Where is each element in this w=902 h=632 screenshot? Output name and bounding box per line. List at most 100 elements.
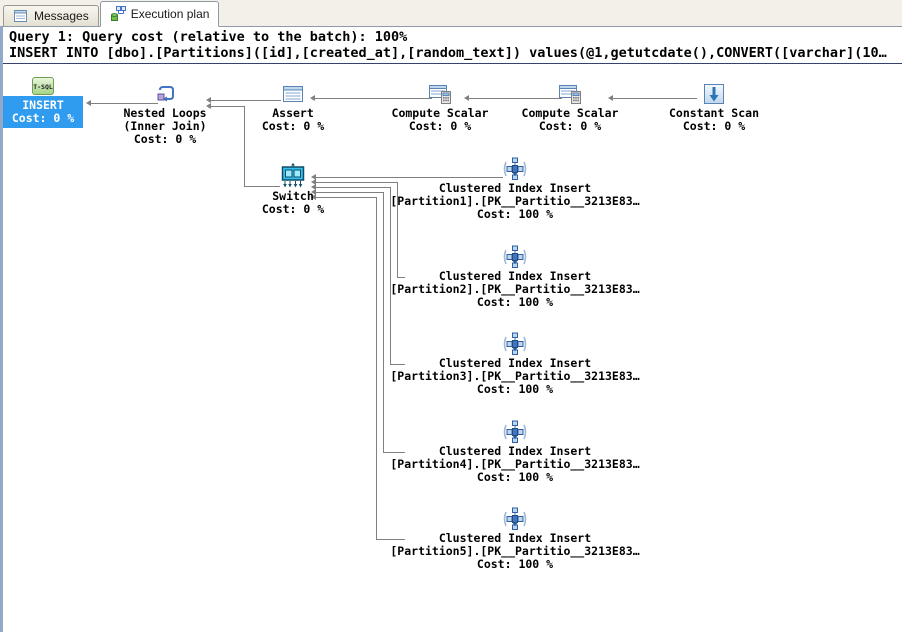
node-cost: Cost: 100 % <box>476 207 554 221</box>
switch-icon <box>281 163 305 188</box>
plan-node-clustered-index-insert-1[interactable]: Clustered Index Insert [Partition1].[PK_… <box>380 157 650 221</box>
node-label: Clustered Index Insert <box>438 269 592 283</box>
node-cost: Cost: 0 % <box>538 119 602 133</box>
node-label: Assert <box>272 106 314 120</box>
connector-segment <box>397 277 405 278</box>
compute-scalar-icon <box>559 85 581 104</box>
plan-node-assert[interactable]: Assert Cost: 0 % <box>213 82 373 133</box>
messages-icon <box>14 10 27 22</box>
arrowhead <box>311 179 316 185</box>
arrowhead <box>86 100 91 106</box>
insert-selection-box[interactable]: INSERT Cost: 0 % <box>3 96 83 128</box>
plan-node-compute-scalar-1[interactable]: Compute Scalar Cost: 0 % <box>360 82 520 133</box>
clustered-index-insert-icon <box>503 507 527 530</box>
connector-segment <box>383 192 384 452</box>
connector-segment <box>376 539 405 540</box>
connector-segment <box>244 106 245 186</box>
arrowhead <box>311 189 316 195</box>
tab-messages[interactable]: Messages <box>3 5 99 26</box>
node-label: Clustered Index Insert <box>438 181 592 195</box>
connector-segment <box>316 187 390 188</box>
node-label: Constant Scan <box>668 106 759 120</box>
node-label: Compute Scalar <box>521 106 619 120</box>
node-cost: Cost: 0 % <box>261 119 325 133</box>
node-label: Switch <box>272 189 314 203</box>
connector-segment <box>397 182 398 277</box>
arrowhead <box>311 194 316 200</box>
plan-node-clustered-index-insert-4[interactable]: Clustered Index Insert [Partition4].[PK_… <box>380 420 650 484</box>
execution-plan-panel <box>0 26 902 632</box>
arrowhead <box>206 97 211 103</box>
arrowhead <box>310 95 315 101</box>
tab-messages-label: Messages <box>34 9 89 23</box>
node-object: [Partition5].[PK__Partitio__3213E83… <box>390 544 640 558</box>
node-label: Nested Loops <box>123 106 207 120</box>
connector-segment <box>469 98 562 99</box>
plan-node-clustered-index-insert-3[interactable]: Clustered Index Insert [Partition3].[PK_… <box>380 332 650 396</box>
connector-segment <box>244 186 280 187</box>
clustered-index-insert-icon <box>503 420 527 443</box>
t-sql-icon-label: T-SQL <box>33 83 53 91</box>
node-label: Clustered Index Insert <box>438 356 592 370</box>
connector-segment <box>383 452 405 453</box>
connector-segment <box>316 177 503 178</box>
node-label: Clustered Index Insert <box>438 444 592 458</box>
connector-segment <box>376 197 377 539</box>
query-statement-line: INSERT INTO [dbo].[Partitions]([id],[cre… <box>9 45 887 61</box>
node-label: Clustered Index Insert <box>438 531 592 545</box>
node-sublabel: (Inner Join) <box>123 119 207 133</box>
nested-loops-icon <box>157 86 174 102</box>
arrowhead <box>311 174 316 180</box>
plan-node-compute-scalar-2[interactable]: Compute Scalar Cost: 0 % <box>490 82 650 133</box>
tab-bar: Messages Execution plan <box>0 0 902 27</box>
connector-segment <box>91 103 158 104</box>
node-cost: Cost: 100 % <box>476 557 554 571</box>
assert-icon <box>283 86 303 102</box>
plan-node-constant-scan[interactable]: Constant Scan Cost: 0 % <box>634 82 794 133</box>
plan-node-clustered-index-insert-5[interactable]: Clustered Index Insert [Partition5].[PK_… <box>380 507 650 571</box>
connector-segment <box>211 106 244 107</box>
node-label: Compute Scalar <box>391 106 489 120</box>
query-cost-line: Query 1: Query cost (relative to the bat… <box>9 29 408 45</box>
arrowhead <box>464 95 469 101</box>
clustered-index-insert-icon <box>503 157 527 180</box>
node-label: INSERT <box>22 98 64 112</box>
node-cost: Cost: 100 % <box>476 382 554 396</box>
node-object: [Partition1].[PK__Partitio__3213E83… <box>390 194 640 208</box>
node-cost: Cost: 0 % <box>261 202 325 216</box>
clustered-index-insert-icon <box>503 332 527 355</box>
plan-node-nested-loops[interactable]: Nested Loops (Inner Join) Cost: 0 % <box>85 82 245 146</box>
arrowhead <box>608 95 613 101</box>
connector-segment <box>390 187 391 364</box>
connector-segment <box>211 100 281 101</box>
connector-segment <box>316 192 383 193</box>
connector-segment <box>390 364 405 365</box>
connector-segment <box>315 98 432 99</box>
node-cost: Cost: 0 % <box>11 111 75 125</box>
tab-execution-plan-label: Execution plan <box>130 7 210 21</box>
node-cost: Cost: 100 % <box>476 295 554 309</box>
plan-node-insert[interactable]: T-SQL INSERT Cost: 0 % <box>3 77 83 128</box>
connector-segment <box>316 182 397 183</box>
t-sql-icon: T-SQL <box>32 77 54 95</box>
clustered-index-insert-icon <box>503 245 527 268</box>
arrowhead <box>311 184 316 190</box>
compute-scalar-icon <box>429 85 451 104</box>
node-cost: Cost: 0 % <box>682 119 746 133</box>
node-object: [Partition2].[PK__Partitio__3213E83… <box>390 282 640 296</box>
query-header: Query 1: Query cost (relative to the bat… <box>3 27 902 64</box>
execution-plan-icon <box>110 6 126 21</box>
connector-segment <box>316 197 376 198</box>
node-cost: Cost: 0 % <box>133 132 197 146</box>
arrowhead <box>206 103 211 109</box>
connector-segment <box>613 98 697 99</box>
tab-execution-plan[interactable]: Execution plan <box>99 1 220 27</box>
node-object: [Partition4].[PK__Partitio__3213E83… <box>390 457 640 471</box>
node-cost: Cost: 100 % <box>476 470 554 484</box>
plan-node-switch[interactable]: Switch Cost: 0 % <box>213 163 373 216</box>
node-object: [Partition3].[PK__Partitio__3213E83… <box>390 369 640 383</box>
node-cost: Cost: 0 % <box>408 119 472 133</box>
plan-node-clustered-index-insert-2[interactable]: Clustered Index Insert [Partition2].[PK_… <box>380 245 650 309</box>
